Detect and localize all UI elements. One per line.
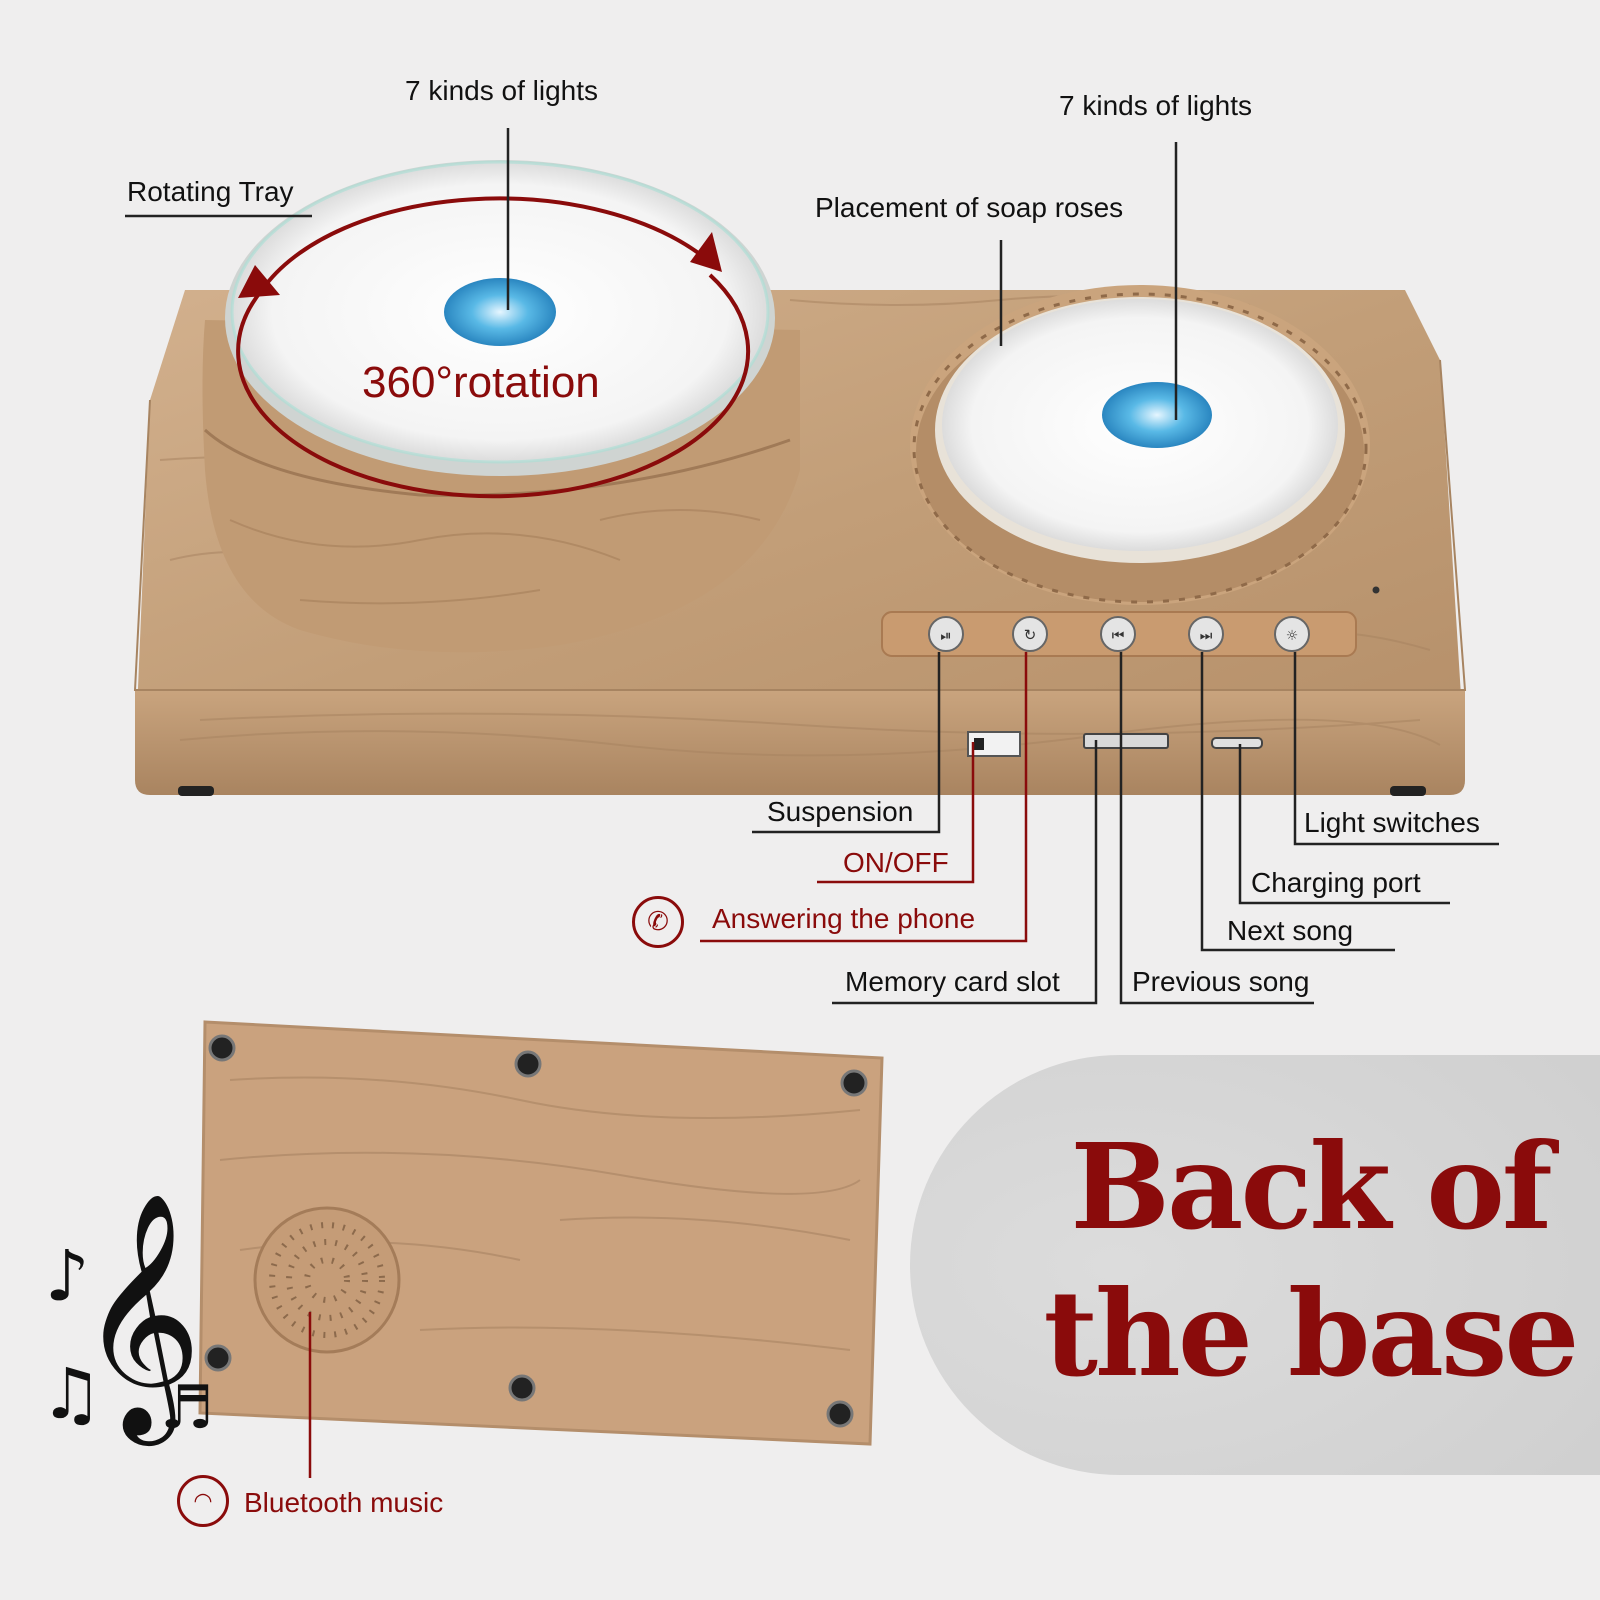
bluetooth-music-label: Bluetooth music bbox=[244, 1487, 444, 1518]
music-notes-icon: ♪ 𝄞 ♫ ♬ bbox=[40, 1190, 214, 1446]
lights-label-left: 7 kinds of lights bbox=[405, 75, 598, 106]
light-switches-label: Light switches bbox=[1304, 807, 1480, 838]
soap-rose-plate bbox=[910, 285, 1370, 605]
rotation-arrow bbox=[236, 196, 751, 499]
leader-lines bbox=[125, 128, 1499, 1005]
lights-label-right: 7 kinds of lights bbox=[1059, 90, 1252, 121]
previous-song-label: Previous song bbox=[1132, 966, 1310, 997]
svg-text:𝄞: 𝄞 bbox=[78, 1190, 202, 1446]
rotating-tray bbox=[202, 160, 800, 653]
svg-text:♬: ♬ bbox=[160, 1373, 214, 1443]
charging-port-label: Charging port bbox=[1251, 867, 1421, 898]
headline-background bbox=[910, 1055, 1600, 1475]
headline-line-2: the base bbox=[1043, 1264, 1580, 1403]
svg-text:↻: ↻ bbox=[1024, 626, 1037, 644]
rotating-tray-label: Rotating Tray bbox=[127, 176, 294, 207]
wifi-signal-icon: ◠ bbox=[177, 1475, 229, 1527]
back-plate bbox=[198, 1020, 884, 1446]
headline-line-1: Back of bbox=[1070, 1117, 1552, 1256]
svg-text:⏯: ⏯ bbox=[940, 628, 951, 644]
svg-text:☼: ☼ bbox=[1286, 628, 1299, 644]
placement-label: Placement of soap roses bbox=[815, 192, 1124, 223]
svg-text:⏭: ⏭ bbox=[1200, 628, 1213, 644]
rotation-label: 360°rotation bbox=[362, 358, 600, 407]
suspension-label: Suspension bbox=[767, 796, 914, 827]
on-off-label: ON/OFF bbox=[843, 847, 949, 878]
front-ports bbox=[967, 731, 1263, 757]
next-song-label: Next song bbox=[1227, 915, 1354, 946]
svg-text:♪: ♪ bbox=[45, 1235, 90, 1317]
phone-icon: ✆ bbox=[632, 896, 684, 948]
svg-text:⏮: ⏮ bbox=[1112, 628, 1125, 644]
control-panel: ⏯ ↻ ⏮ ⏭ ☼ bbox=[881, 586, 1380, 657]
memory-card-label: Memory card slot bbox=[845, 966, 1060, 997]
red-leader-lines bbox=[308, 652, 1028, 1478]
answering-phone-label: Answering the phone bbox=[712, 903, 976, 934]
svg-text:♫: ♫ bbox=[40, 1353, 103, 1435]
